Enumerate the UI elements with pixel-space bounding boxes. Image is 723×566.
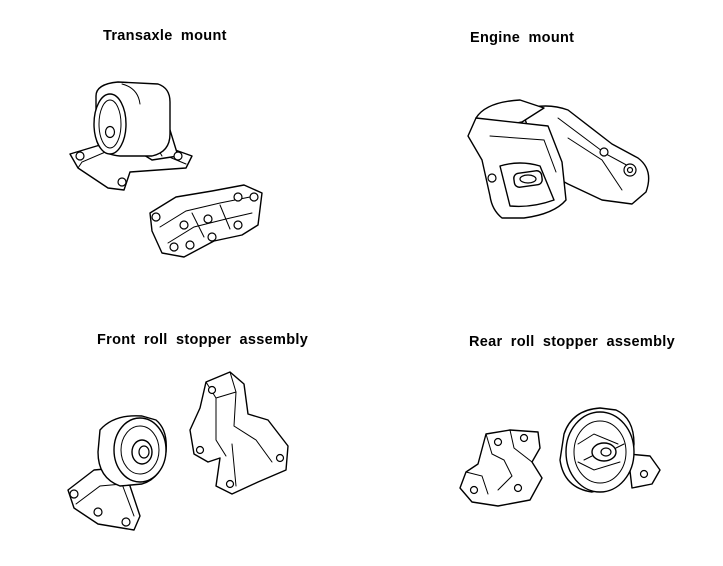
front-roll-stopper-caption: Front roll stopper assembly bbox=[97, 332, 309, 348]
engine-mount-caption: Engine mount bbox=[470, 30, 575, 46]
transaxle-mount-bracket-icon bbox=[146, 183, 266, 263]
rear-roll-stopper-insulator-icon bbox=[554, 404, 664, 496]
engine-mount-icon bbox=[462, 96, 662, 220]
rear-roll-stopper-caption: Rear roll stopper assembly bbox=[469, 334, 675, 350]
transaxle-mount-insulator-icon bbox=[66, 76, 196, 192]
rear-roll-stopper-bracket-icon bbox=[458, 424, 548, 510]
front-roll-stopper-bracket-icon bbox=[186, 370, 298, 498]
front-roll-stopper-insulator-icon bbox=[64, 408, 184, 534]
transaxle-mount-caption: Transaxle mount bbox=[103, 28, 227, 44]
